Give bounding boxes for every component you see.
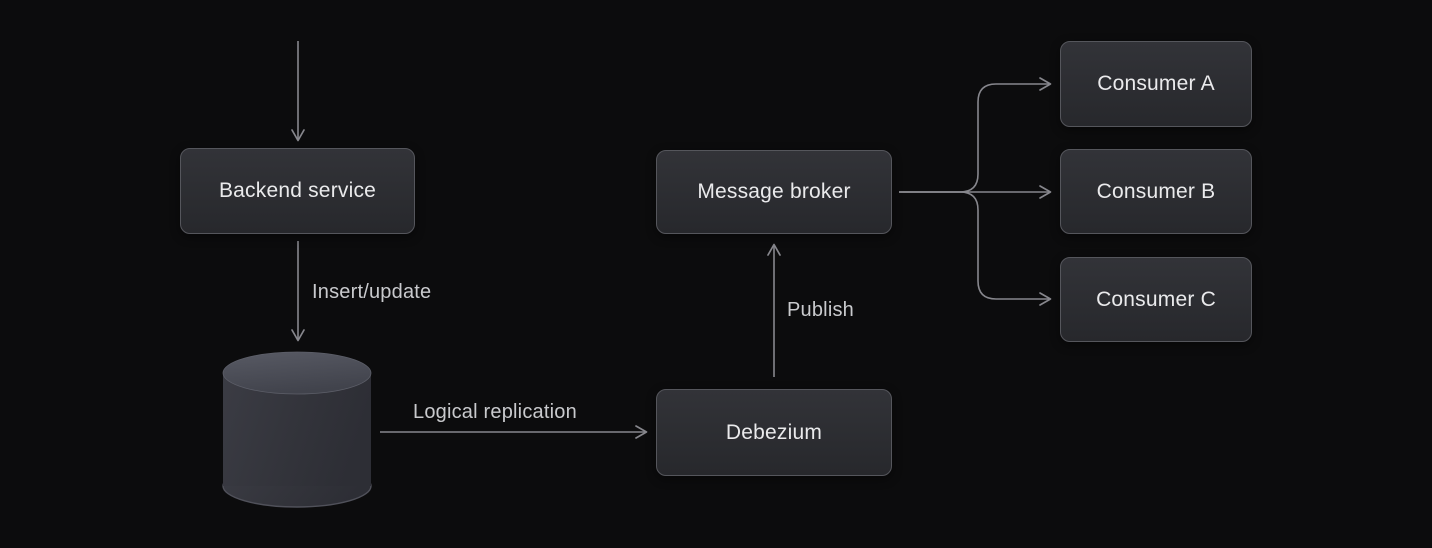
node-consumer-a: Consumer A <box>1060 41 1252 127</box>
node-label: Debezium <box>725 420 823 444</box>
arrow-to-consumer-c <box>899 191 1052 306</box>
database-top <box>222 351 372 395</box>
edge-label-publish: Publish <box>787 299 854 321</box>
node-label: Backend service <box>218 179 377 202</box>
arrow-to-consumer-a <box>899 77 1052 193</box>
node-label: Message broker <box>697 180 851 203</box>
node-debezium: Debezium <box>656 389 892 476</box>
node-consumer-b: Consumer B <box>1060 149 1252 234</box>
edge-label-logical-replication: Logical replication <box>413 401 577 423</box>
node-consumer-c: Consumer C <box>1060 257 1252 342</box>
database-cylinder-icon <box>222 351 372 508</box>
node-message-broker: Message broker <box>656 150 892 234</box>
edge-label-insert-update: Insert/update <box>312 281 432 303</box>
node-label: Consumer C <box>1096 287 1216 311</box>
node-label: Consumer B <box>1096 179 1216 203</box>
node-label: Consumer A <box>1097 72 1215 95</box>
node-backend-service: Backend service <box>180 148 415 234</box>
